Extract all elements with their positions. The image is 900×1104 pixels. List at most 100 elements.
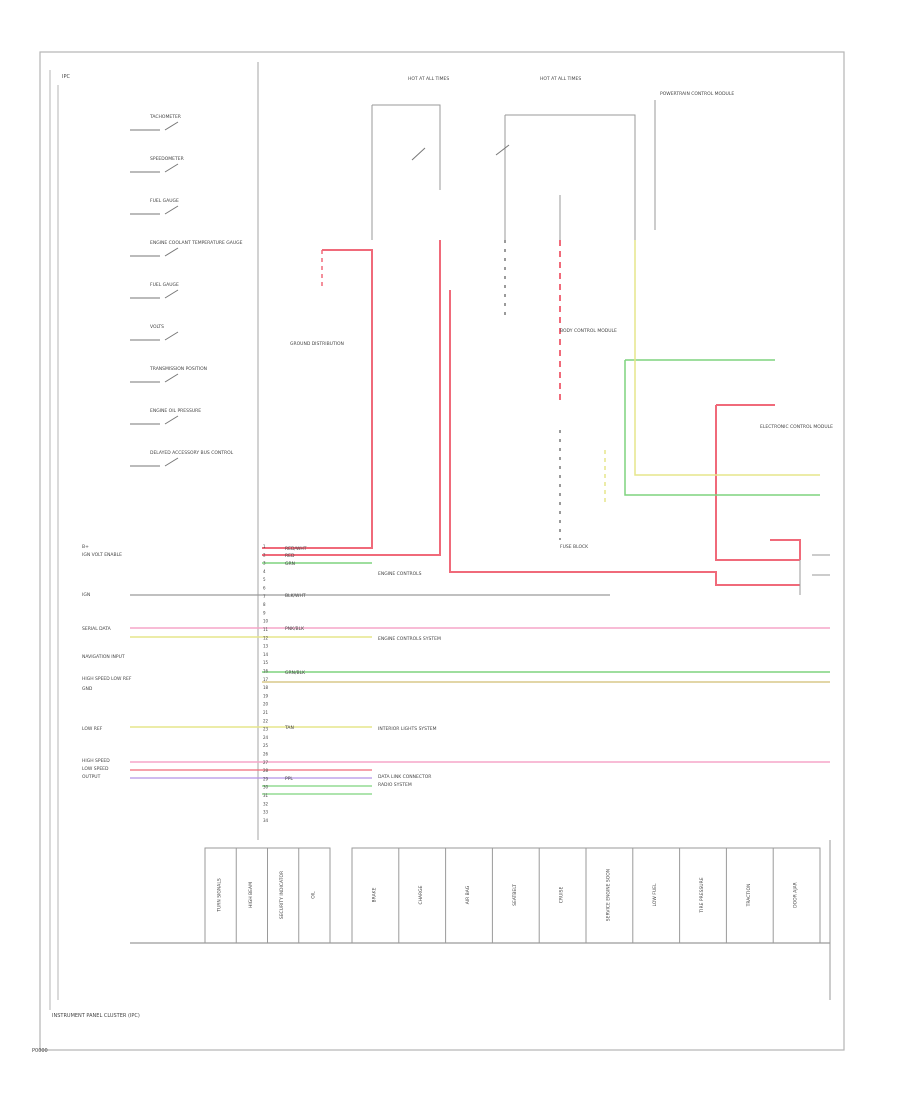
ipc-pin-number: 34 <box>263 818 269 823</box>
connector-label-engine: ENGINE CONTROLS <box>378 571 422 577</box>
corner-label: P0000 <box>32 1048 48 1054</box>
left-component-label: FUEL GAUGE <box>150 282 179 288</box>
indicator-module-label: LOW FUEL <box>652 883 658 906</box>
ipc-pin-number: 1 <box>263 544 266 549</box>
ipc-pin-number: 6 <box>263 586 266 591</box>
indicator-module-label: TIRE PRESSURE <box>699 877 705 913</box>
wire-label-grn: GRN <box>285 561 295 567</box>
indicator-module-label: CRUISE <box>559 887 565 904</box>
wire-label-red: RED <box>285 553 295 559</box>
ipc-pin-number: 20 <box>263 702 269 707</box>
fuse-feed-2 <box>372 104 441 190</box>
ipc-pin-number: 24 <box>263 735 269 740</box>
connector-label-engine-system: ENGINE CONTROLS SYSTEM <box>378 636 441 642</box>
indicator-module-label: OIL <box>310 891 316 899</box>
left-pin-label: LOW REF <box>82 726 103 732</box>
wire-label-red-wht: RED/WHT <box>285 546 307 552</box>
ipc-pin-number: 8 <box>263 602 266 607</box>
left-component-switch <box>130 205 179 215</box>
wire-red-wht-b-plus <box>262 249 373 549</box>
left-component-switch <box>130 373 179 383</box>
wire-label-tan: TAN <box>284 725 294 731</box>
indicator-module-label: SEATBELT <box>512 884 518 906</box>
ipc-pin-number: 14 <box>263 652 269 657</box>
ipc-pin-number: 11 <box>263 627 269 632</box>
left-component-switch <box>130 289 179 299</box>
source-label-2: HOT AT ALL TIMES <box>540 76 581 82</box>
left-pin-label: HIGH SPEED <box>82 758 110 764</box>
bottom-indicator-modules: TURN SIGNALS HIGH BEAM SECURITY INDICATOR O… <box>204 847 821 944</box>
ipc-pin-number: 22 <box>263 718 269 723</box>
ipc-pin-number: 7 <box>263 594 266 599</box>
left-component-switch <box>130 163 179 173</box>
ipc-pin-number: 13 <box>263 644 269 649</box>
left-pin-label: SERIAL DATA <box>82 626 112 632</box>
ipc-pin-number: 2 <box>263 552 266 557</box>
ipc-pin-number: 33 <box>263 810 269 815</box>
connector-label-dlc: DATA LINK CONNECTOR <box>378 774 431 780</box>
diagram-frame <box>39 51 845 1051</box>
left-pin-label: B+ <box>82 544 89 550</box>
ipc-pin-number: 25 <box>263 743 269 748</box>
wire-red-fuse-block <box>715 405 800 561</box>
indicator-module-label: BRAKE <box>371 887 377 902</box>
wire-red-ign <box>262 240 441 556</box>
left-component-label: ENGINE OIL PRESSURE <box>150 408 201 414</box>
wire-red-bcm-feed <box>449 290 800 586</box>
connector-label-interior-lights: INTERIOR LIGHTS SYSTEM <box>378 726 437 732</box>
wire-yellow-loop <box>634 240 820 476</box>
indicator-module-label: TRACTION <box>746 884 752 908</box>
indicator-module-label: SECURITY INDICATOR <box>279 871 285 919</box>
indicator-module-label: TURN SIGNALS <box>217 878 223 913</box>
ipc-pin-number: 9 <box>263 610 266 615</box>
ipc-pin-number: 19 <box>263 693 269 698</box>
right-connector <box>799 548 830 595</box>
wire-green-loop <box>624 360 820 496</box>
fuse-feed-4 <box>505 114 636 240</box>
ipc-pin-number: 28 <box>263 768 269 773</box>
ipc-pin-number: 30 <box>263 785 269 790</box>
wire-label-blk-wht: BLK/WHT <box>285 593 306 599</box>
left-pin-label: IGN VOLT ENABLE <box>82 552 122 558</box>
wire-label-pnk-blk: PNK/BLK <box>285 626 305 632</box>
indicator-module-label: HIGH BEAM <box>248 882 254 908</box>
left-component-label: TRANSMISSION POSITION <box>149 366 207 372</box>
left-pin-label: LOW SPEED <box>82 766 109 772</box>
connector-label-bcm: BODY CONTROL MODULE <box>560 328 617 334</box>
header-tag: IPC <box>62 74 70 80</box>
indicator-module-label: DOOR AJAR <box>793 882 799 908</box>
left-pin-label: HIGH SPEED LOW REF <box>82 676 132 682</box>
relay-switch-2 <box>495 144 510 156</box>
ipc-pin-number: 15 <box>263 660 269 665</box>
ipc-pin-number: 29 <box>263 776 269 781</box>
ipc-pin-number: 16 <box>263 669 269 674</box>
connector-label-radio: RADIO SYSTEM <box>378 782 412 788</box>
left-component-label: VOLTS <box>150 324 164 330</box>
left-pin-label: NAVIGATION INPUT <box>82 654 125 660</box>
indicator-module-label: CHARGE <box>418 885 424 904</box>
source-label-1: HOT AT ALL TIMES <box>408 76 449 82</box>
ipc-pin-number: 27 <box>263 760 269 765</box>
left-pin-label: OUTPUT <box>82 774 101 780</box>
left-pin-label: GND <box>82 686 93 692</box>
ipc-pin-number: 32 <box>263 801 269 806</box>
ipc-pin-number: 5 <box>263 577 266 582</box>
left-component-label: SPEEDOMETER <box>150 156 184 162</box>
ipc-pin-number: 12 <box>263 635 269 640</box>
ipc-pin-number: 23 <box>263 727 269 732</box>
ipc-pin-number: 3 <box>263 561 266 566</box>
left-component-label: FUEL GAUGE <box>150 198 179 204</box>
footer-label: INSTRUMENT PANEL CLUSTER (IPC) <box>52 1013 140 1019</box>
left-component-switch <box>130 121 179 131</box>
relay-switch-1 <box>411 147 426 161</box>
connector-label-ecm: ELECTRONIC CONTROL MODULE <box>760 424 833 430</box>
ipc-pin-number: 18 <box>263 685 269 690</box>
ipc-pin-column: 1234567891011121314151617181920212223242… <box>263 544 269 823</box>
left-component-switch <box>130 247 179 257</box>
left-component-label: ENGINE COOLANT TEMPERATURE GAUGE <box>150 240 243 246</box>
ipc-pin-number: 4 <box>263 569 266 574</box>
connector-label-ground: GROUND DISTRIBUTION <box>290 341 344 347</box>
